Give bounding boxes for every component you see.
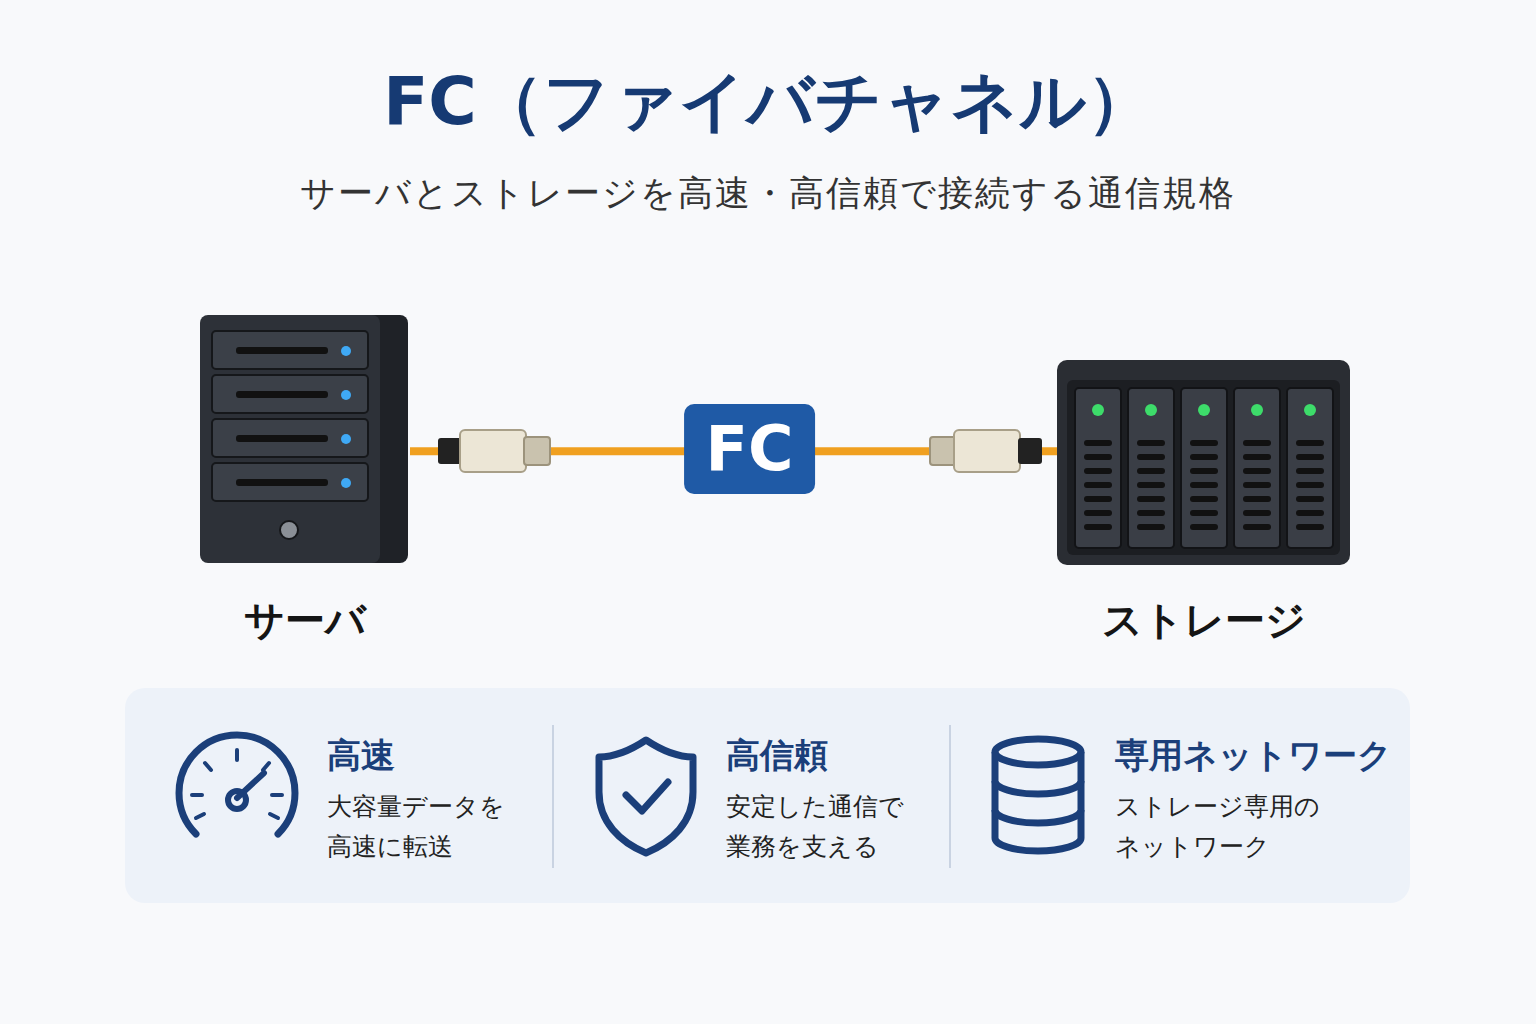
- device-label: サーバ: [140, 593, 470, 648]
- storage-symbol: [1057, 360, 1350, 565]
- database-icon: [995, 739, 1081, 851]
- server-symbol: [200, 315, 410, 565]
- divider: [949, 725, 951, 868]
- feature-description: 大容量データを 高速に転送: [327, 787, 542, 867]
- feature-node: 専用ネットワークストレージ専用の ネットワーク: [1115, 733, 1405, 873]
- shield-icon: [599, 740, 693, 853]
- diagram-caption: サーバとストレージを高速・高信頼で接続する通信規格: [0, 172, 1536, 214]
- feature-node: 高信頼安定した通信で 業務を支える: [726, 733, 941, 873]
- divider: [552, 725, 554, 868]
- feature-panel: [125, 688, 1410, 903]
- feature-heading: 高信頼: [726, 733, 941, 777]
- feature-node: 高速大容量データを 高速に転送: [327, 733, 542, 873]
- device-label: ストレージ: [997, 593, 1410, 648]
- edge-label: FC: [684, 404, 816, 494]
- device-node: ストレージ: [1057, 360, 1350, 565]
- diagram-title: FC（ファイバチャネル）: [0, 62, 1536, 141]
- feature-heading: 専用ネットワーク: [1115, 733, 1405, 777]
- device-node: サーバ: [200, 315, 410, 565]
- speedometer-icon: [179, 735, 295, 834]
- feature-description: ストレージ専用の ネットワーク: [1115, 787, 1405, 867]
- feature-description: 安定した通信で 業務を支える: [726, 787, 941, 867]
- feature-heading: 高速: [327, 733, 542, 777]
